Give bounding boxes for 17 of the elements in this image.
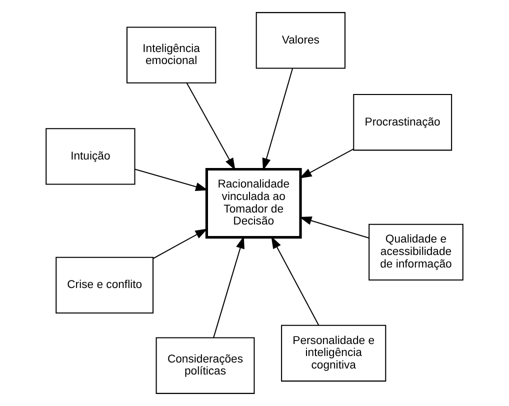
node-box: Inteligência emocional: [126, 26, 216, 84]
node-box: Crise e conflito: [56, 256, 154, 314]
arrow: [299, 148, 354, 178]
arrow: [213, 236, 244, 338]
node-box: Qualidade e acessibilidade de informação: [368, 224, 464, 281]
node-box: Intuição: [46, 128, 136, 185]
arrow: [262, 68, 294, 171]
arrow: [271, 236, 320, 326]
node-box: Racionalidade vinculada ao Tomador de Decisão: [205, 168, 302, 239]
arrow: [134, 168, 208, 191]
node-box: Procrastinação: [353, 94, 452, 151]
node-box: Considerações políticas: [156, 337, 255, 394]
node-box: Valores: [256, 12, 346, 69]
arrow: [186, 82, 236, 170]
arrow: [299, 216, 370, 239]
node-box: Personalidade e inteligência cognitiva: [281, 324, 386, 382]
arrow: [153, 228, 208, 259]
